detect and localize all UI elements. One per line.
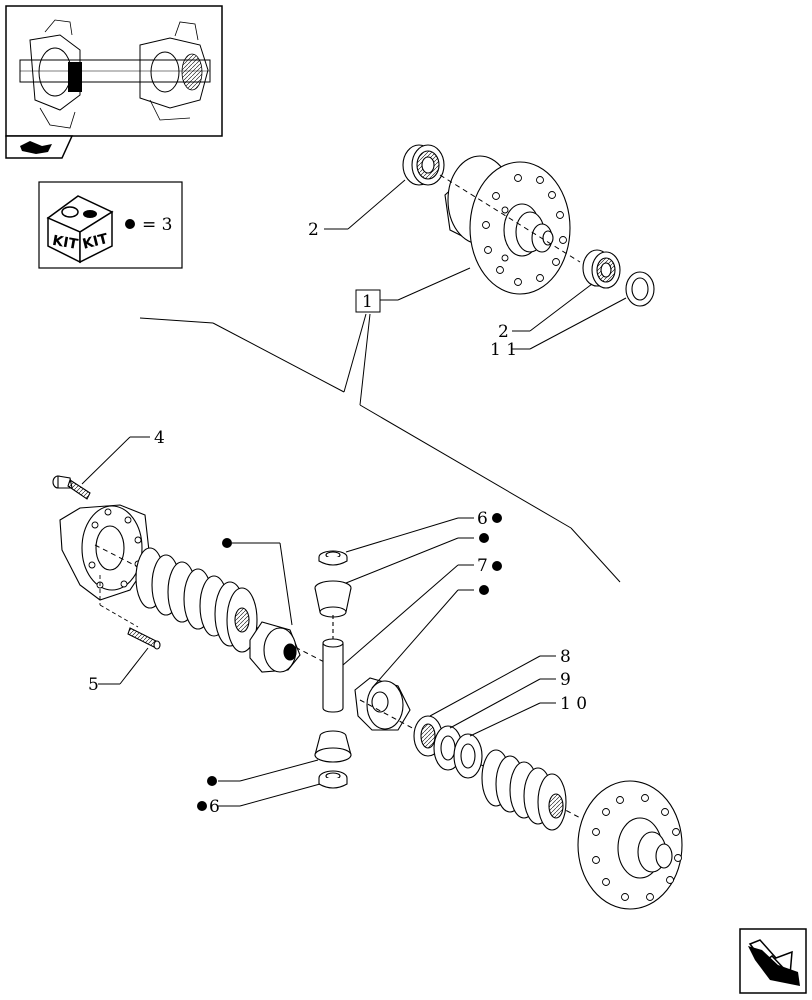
- label-5: 5: [88, 675, 99, 695]
- kit-box-icon: KIT KIT: [46, 195, 114, 264]
- label-2-top: 2: [308, 220, 319, 240]
- next-page-arrow-icon[interactable]: [739, 928, 807, 994]
- thrust-washer-bottom: [318, 770, 348, 789]
- pin-part: [127, 627, 161, 650]
- kit-bullet-icon: [492, 561, 502, 571]
- shim-washers: [413, 715, 483, 779]
- label-11: 1 1: [490, 340, 517, 360]
- kit-bullet-icon: [479, 533, 489, 543]
- label-9: 9: [560, 670, 571, 690]
- kit-bullet-icon: [125, 219, 135, 229]
- kit-bullet-icon: [492, 513, 502, 523]
- kit-quantity-text: = 3: [142, 215, 172, 235]
- book-arrow-icon[interactable]: [5, 135, 74, 159]
- pinion-gear-top: [314, 580, 352, 618]
- bearing-right-part: [582, 249, 621, 289]
- label-10: 1 0: [560, 694, 587, 714]
- leader-lines-top: [139, 179, 627, 583]
- kit-box: KIT KIT = 3: [38, 181, 183, 269]
- side-gear-right: [354, 677, 411, 731]
- kit-bullet-icon: [222, 538, 232, 548]
- lower-exploded-view: [52, 475, 683, 910]
- right-housing-part: [577, 780, 683, 910]
- label-2-bottom: 2: [498, 322, 509, 342]
- pinion-gear-bottom: [314, 730, 352, 763]
- clutch-pack-left: [135, 547, 258, 653]
- clutch-pack-right: [481, 749, 567, 831]
- label-7: 7: [477, 556, 488, 576]
- differential-housing-assembly: [402, 144, 655, 307]
- bearing-left-part: [402, 144, 445, 186]
- kit-label-right: KIT: [81, 231, 110, 253]
- side-gear-left: [249, 621, 301, 673]
- shim-ring-part: [625, 271, 655, 307]
- label-6-top: 6: [477, 509, 488, 529]
- thrust-washer-top: [318, 550, 348, 566]
- kit-bullet-icon: [207, 776, 217, 786]
- label-4: 4: [154, 428, 165, 448]
- ref-box-1: 1: [355, 289, 381, 313]
- kit-label-left: KIT: [51, 233, 79, 253]
- axle-thumbnail-icon[interactable]: [5, 5, 223, 137]
- kit-bullet-icon: [479, 585, 489, 595]
- label-6-bottom: 6: [209, 797, 220, 817]
- bolt-part: [52, 475, 91, 500]
- leader-lines-bottom: [81, 436, 556, 807]
- kit-bullet-icon: [197, 801, 207, 811]
- cross-shaft-part: [322, 615, 344, 713]
- label-8: 8: [560, 647, 571, 667]
- ref-box-label: 1: [362, 292, 373, 312]
